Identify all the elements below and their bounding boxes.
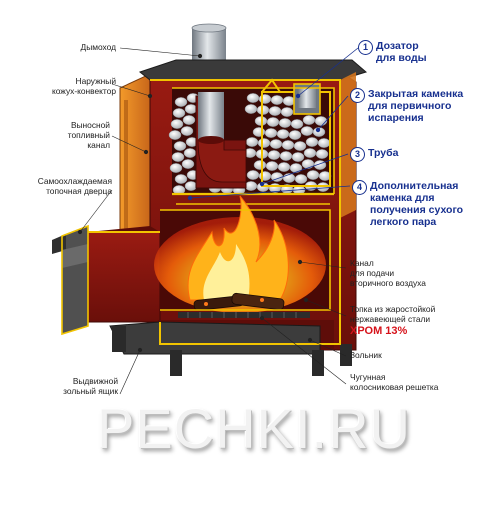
stone xyxy=(183,148,197,158)
stone xyxy=(244,104,258,114)
stone xyxy=(174,97,188,107)
stone xyxy=(268,106,282,116)
callout-number-4: 4 xyxy=(352,180,367,195)
label-closed-heater: Закрытая каменка для первичного испарени… xyxy=(368,88,464,124)
logs xyxy=(193,292,285,311)
label-firebox-steel: Топка из жаростойкой нержавеющей стали xyxy=(350,304,436,324)
stone xyxy=(253,160,267,170)
stone xyxy=(266,117,280,127)
stone xyxy=(245,137,259,147)
stone xyxy=(244,181,258,191)
stone xyxy=(305,137,319,147)
stone xyxy=(303,148,317,158)
stone xyxy=(317,138,331,148)
stone xyxy=(252,127,266,137)
stone xyxy=(184,104,198,114)
stone xyxy=(265,161,279,171)
watermark: PECHKI.RU xyxy=(97,397,411,460)
stone xyxy=(278,118,292,128)
stone xyxy=(184,181,198,191)
label-water-dispenser: Дозатор для воды xyxy=(376,40,427,64)
label-secondary-air-channel: Канал для подачи вторичного воздуха xyxy=(350,258,426,288)
label-fuel-channel: Выносной топливный канал xyxy=(67,120,110,150)
stone xyxy=(293,141,307,151)
callout-number-1: 1 xyxy=(358,40,373,55)
stone xyxy=(300,126,314,136)
stone xyxy=(289,163,303,173)
label-door: Самоохлаждаемая топочная дверца xyxy=(37,176,112,196)
cast-iron-grate xyxy=(178,312,310,318)
stone xyxy=(279,151,293,161)
stone xyxy=(281,140,295,150)
label-pipe: Труба xyxy=(368,147,399,159)
stone xyxy=(171,152,185,162)
stone xyxy=(182,115,196,125)
stone xyxy=(280,107,294,117)
stone xyxy=(173,141,187,151)
stone xyxy=(315,149,329,159)
stone xyxy=(258,171,272,181)
stone xyxy=(258,94,272,104)
stone xyxy=(169,163,183,173)
label-outer-casing: Наружный кожух-конвектор xyxy=(51,76,116,96)
callout-number-2: 2 xyxy=(350,88,365,103)
stone xyxy=(277,162,291,172)
label-ash-drawer: Выдвижной зольный ящик xyxy=(63,376,118,396)
stone xyxy=(246,170,260,180)
stone xyxy=(257,138,271,148)
callout-number-3: 3 xyxy=(350,147,365,162)
stone xyxy=(291,152,305,162)
label-chrome-13: ХРОМ 13% xyxy=(350,325,408,337)
stone xyxy=(306,170,320,180)
stone xyxy=(264,128,278,138)
stone xyxy=(288,130,302,140)
stone xyxy=(174,174,188,184)
stone xyxy=(170,119,184,129)
label-additional-heater: Дополнительная каменка для получения сух… xyxy=(370,180,464,228)
label-grate: Чугунная колосниковая решетка xyxy=(350,372,439,392)
stone xyxy=(168,130,182,140)
stone xyxy=(301,159,315,169)
stone xyxy=(294,174,308,184)
stone xyxy=(276,129,290,139)
stone xyxy=(302,115,316,125)
stone xyxy=(290,119,304,129)
fuel-channel xyxy=(87,231,161,323)
stone xyxy=(181,159,195,169)
stone xyxy=(270,95,284,105)
stone xyxy=(180,126,194,136)
stone xyxy=(267,150,281,160)
stone xyxy=(246,93,260,103)
label-ash-pit: Зольник xyxy=(350,350,382,360)
stone xyxy=(269,139,283,149)
stone xyxy=(172,108,186,118)
label-chimney: Дымоход xyxy=(80,42,116,52)
stone xyxy=(314,116,328,126)
